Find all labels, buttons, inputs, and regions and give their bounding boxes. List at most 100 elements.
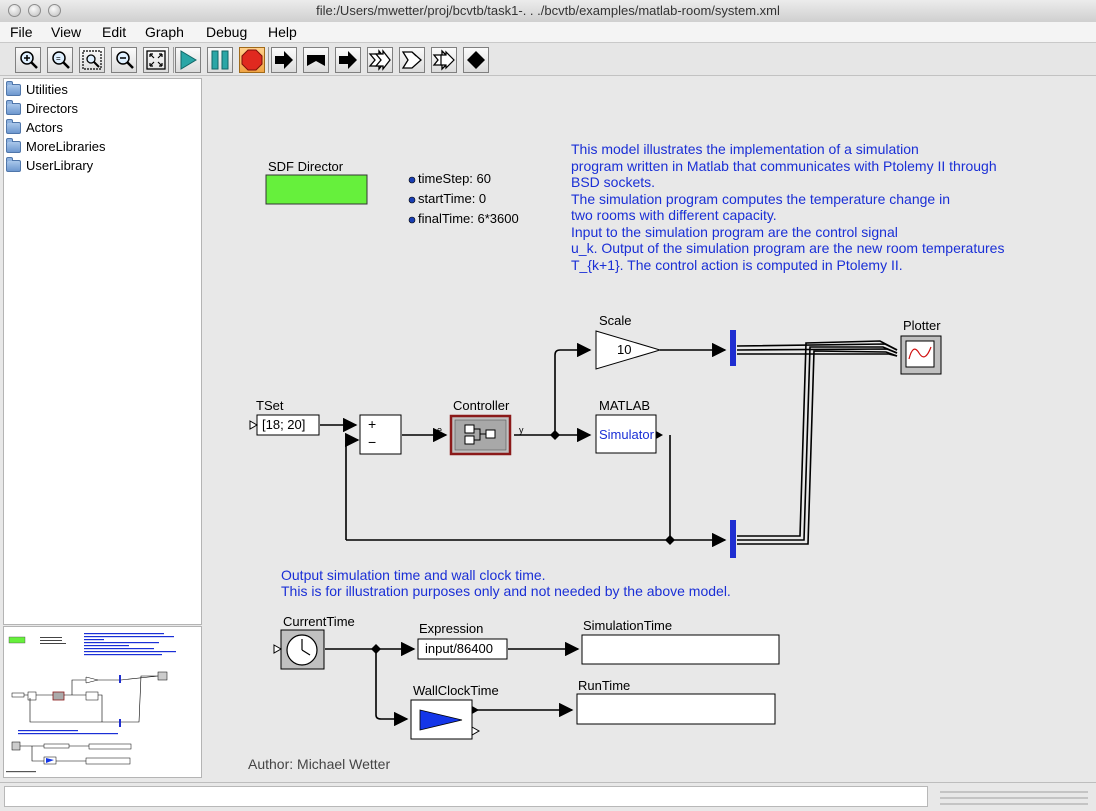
folder-icon [6, 119, 21, 134]
relation-diamond[interactable] [550, 430, 560, 440]
step-into-button[interactable] [303, 47, 329, 73]
svg-text:=: = [56, 54, 61, 63]
plotter-label: Plotter [903, 318, 941, 333]
matlab-label: MATLAB [599, 398, 650, 413]
folder-icon [6, 100, 21, 115]
runtime-display[interactable] [576, 693, 776, 725]
relation-diamond[interactable] [371, 644, 381, 654]
menu-view[interactable]: View [51, 24, 82, 40]
step-out-icon [401, 51, 422, 69]
graph-canvas[interactable]: SDF Director timeStep: 60 startTime: 0 f… [203, 78, 1096, 779]
plot-icon [905, 340, 935, 368]
model-diagram: SDF Director timeStep: 60 startTime: 0 f… [248, 141, 1004, 772]
full-screen-icon [146, 50, 166, 70]
input-port[interactable] [273, 644, 283, 654]
menu-help[interactable]: Help [268, 24, 297, 40]
matlab-actor[interactable] [595, 414, 657, 454]
step-into-icon [307, 55, 325, 66]
menu-edit[interactable]: Edit [102, 24, 127, 40]
menu-graph[interactable]: Graph [145, 24, 184, 40]
library-item-userlibrary[interactable]: UserLibrary [6, 157, 196, 175]
author-annotation[interactable]: Author: Michael Wetter [248, 756, 390, 772]
folder-icon [6, 138, 21, 153]
simulationtime-display[interactable] [581, 634, 780, 665]
full-screen-button[interactable] [143, 47, 169, 73]
zoom-fit-icon [82, 50, 102, 70]
scale-actor[interactable] [595, 330, 662, 370]
stop-button[interactable] [239, 47, 265, 73]
zoom-window-button[interactable] [48, 4, 61, 17]
model-overview[interactable] [3, 626, 202, 778]
simulationtime-label: SimulationTime [583, 618, 672, 633]
param-timestep[interactable]: timeStep: 60 [418, 171, 491, 186]
composite-icon [464, 424, 496, 445]
description-line: two rooms with different capacity. [571, 207, 777, 223]
description-line: program written in Matlab that communica… [571, 158, 997, 174]
adder-minus: − [368, 434, 376, 450]
folder-icon [6, 157, 21, 172]
scale-value: 10 [617, 342, 631, 357]
menu-file[interactable]: File [10, 24, 33, 40]
step-over-button[interactable] [335, 47, 361, 73]
director-box[interactable] [265, 174, 368, 205]
step-forward-button[interactable] [271, 47, 297, 73]
breakpoint-icon [467, 51, 485, 69]
adder-actor[interactable] [359, 414, 402, 455]
zoom-in-button[interactable] [15, 47, 41, 73]
close-window-button[interactable] [8, 4, 21, 17]
runtime-label: RunTime [578, 678, 630, 693]
description-line: This model illustrates the implementatio… [571, 141, 919, 157]
progress-grip [940, 797, 1088, 799]
library-item-morelibraries[interactable]: MoreLibraries [6, 138, 196, 156]
pause-icon [211, 50, 229, 70]
toolbar-separator [268, 47, 269, 73]
note-line: This is for illustration purposes only a… [281, 583, 731, 599]
description-annotation[interactable]: This model illustrates the implementatio… [571, 141, 1004, 273]
fast-forward-icon [368, 49, 391, 71]
expression-label: Expression [419, 621, 483, 636]
fast-forward-button[interactable] [367, 47, 393, 73]
zoom-reset-button[interactable]: = [47, 47, 73, 73]
resume-button[interactable] [431, 47, 457, 73]
controller-port-out: y [519, 425, 524, 435]
run-button[interactable] [175, 47, 201, 73]
param-bullet [408, 196, 416, 204]
menu-debug[interactable]: Debug [206, 24, 248, 40]
note-line: Output simulation time and wall clock ti… [281, 567, 546, 583]
scale-label: Scale [599, 313, 632, 328]
menu-bar: File View Edit Graph Debug Help [0, 22, 1096, 43]
pause-button[interactable] [207, 47, 233, 73]
vector-relation[interactable] [730, 330, 736, 366]
description-line: The simulation program computes the temp… [571, 191, 950, 207]
toolbar: = [0, 43, 1096, 76]
stop-icon [241, 49, 263, 71]
relation-diamond[interactable] [665, 535, 675, 545]
connections [320, 340, 898, 727]
resume-icon [432, 49, 455, 71]
breakpoint-button[interactable] [463, 47, 489, 73]
controller-port-in: e [437, 425, 442, 435]
expression-actor[interactable] [417, 638, 508, 660]
input-port[interactable] [249, 420, 259, 430]
step-out-button[interactable] [399, 47, 425, 73]
zoom-out-button[interactable] [111, 47, 137, 73]
status-message-field [4, 786, 928, 807]
progress-grip [940, 791, 1088, 793]
step-over-icon [339, 51, 357, 69]
description-line: u_k. Output of the simulation program ar… [571, 240, 1004, 256]
note-annotation[interactable]: Output simulation time and wall clock ti… [281, 567, 731, 599]
minimize-window-button[interactable] [28, 4, 41, 17]
ramp-icon [419, 709, 463, 731]
library-item-directors[interactable]: Directors [6, 100, 196, 118]
vector-relation[interactable] [730, 520, 736, 558]
tset-value: [18; 20] [262, 417, 305, 432]
library-tree: Utilities Directors Actors MoreLibraries… [3, 78, 202, 625]
zoom-fit-button[interactable] [79, 47, 105, 73]
library-item-utilities[interactable]: Utilities [6, 81, 196, 99]
library-item-actors[interactable]: Actors [6, 119, 196, 137]
param-starttime[interactable]: startTime: 0 [418, 191, 486, 206]
description-line: T_{k+1}. The control action is computed … [571, 257, 903, 273]
param-finaltime[interactable]: finalTime: 6*3600 [418, 211, 519, 226]
controller-label: Controller [453, 398, 510, 413]
toolbar-separator [173, 47, 174, 73]
